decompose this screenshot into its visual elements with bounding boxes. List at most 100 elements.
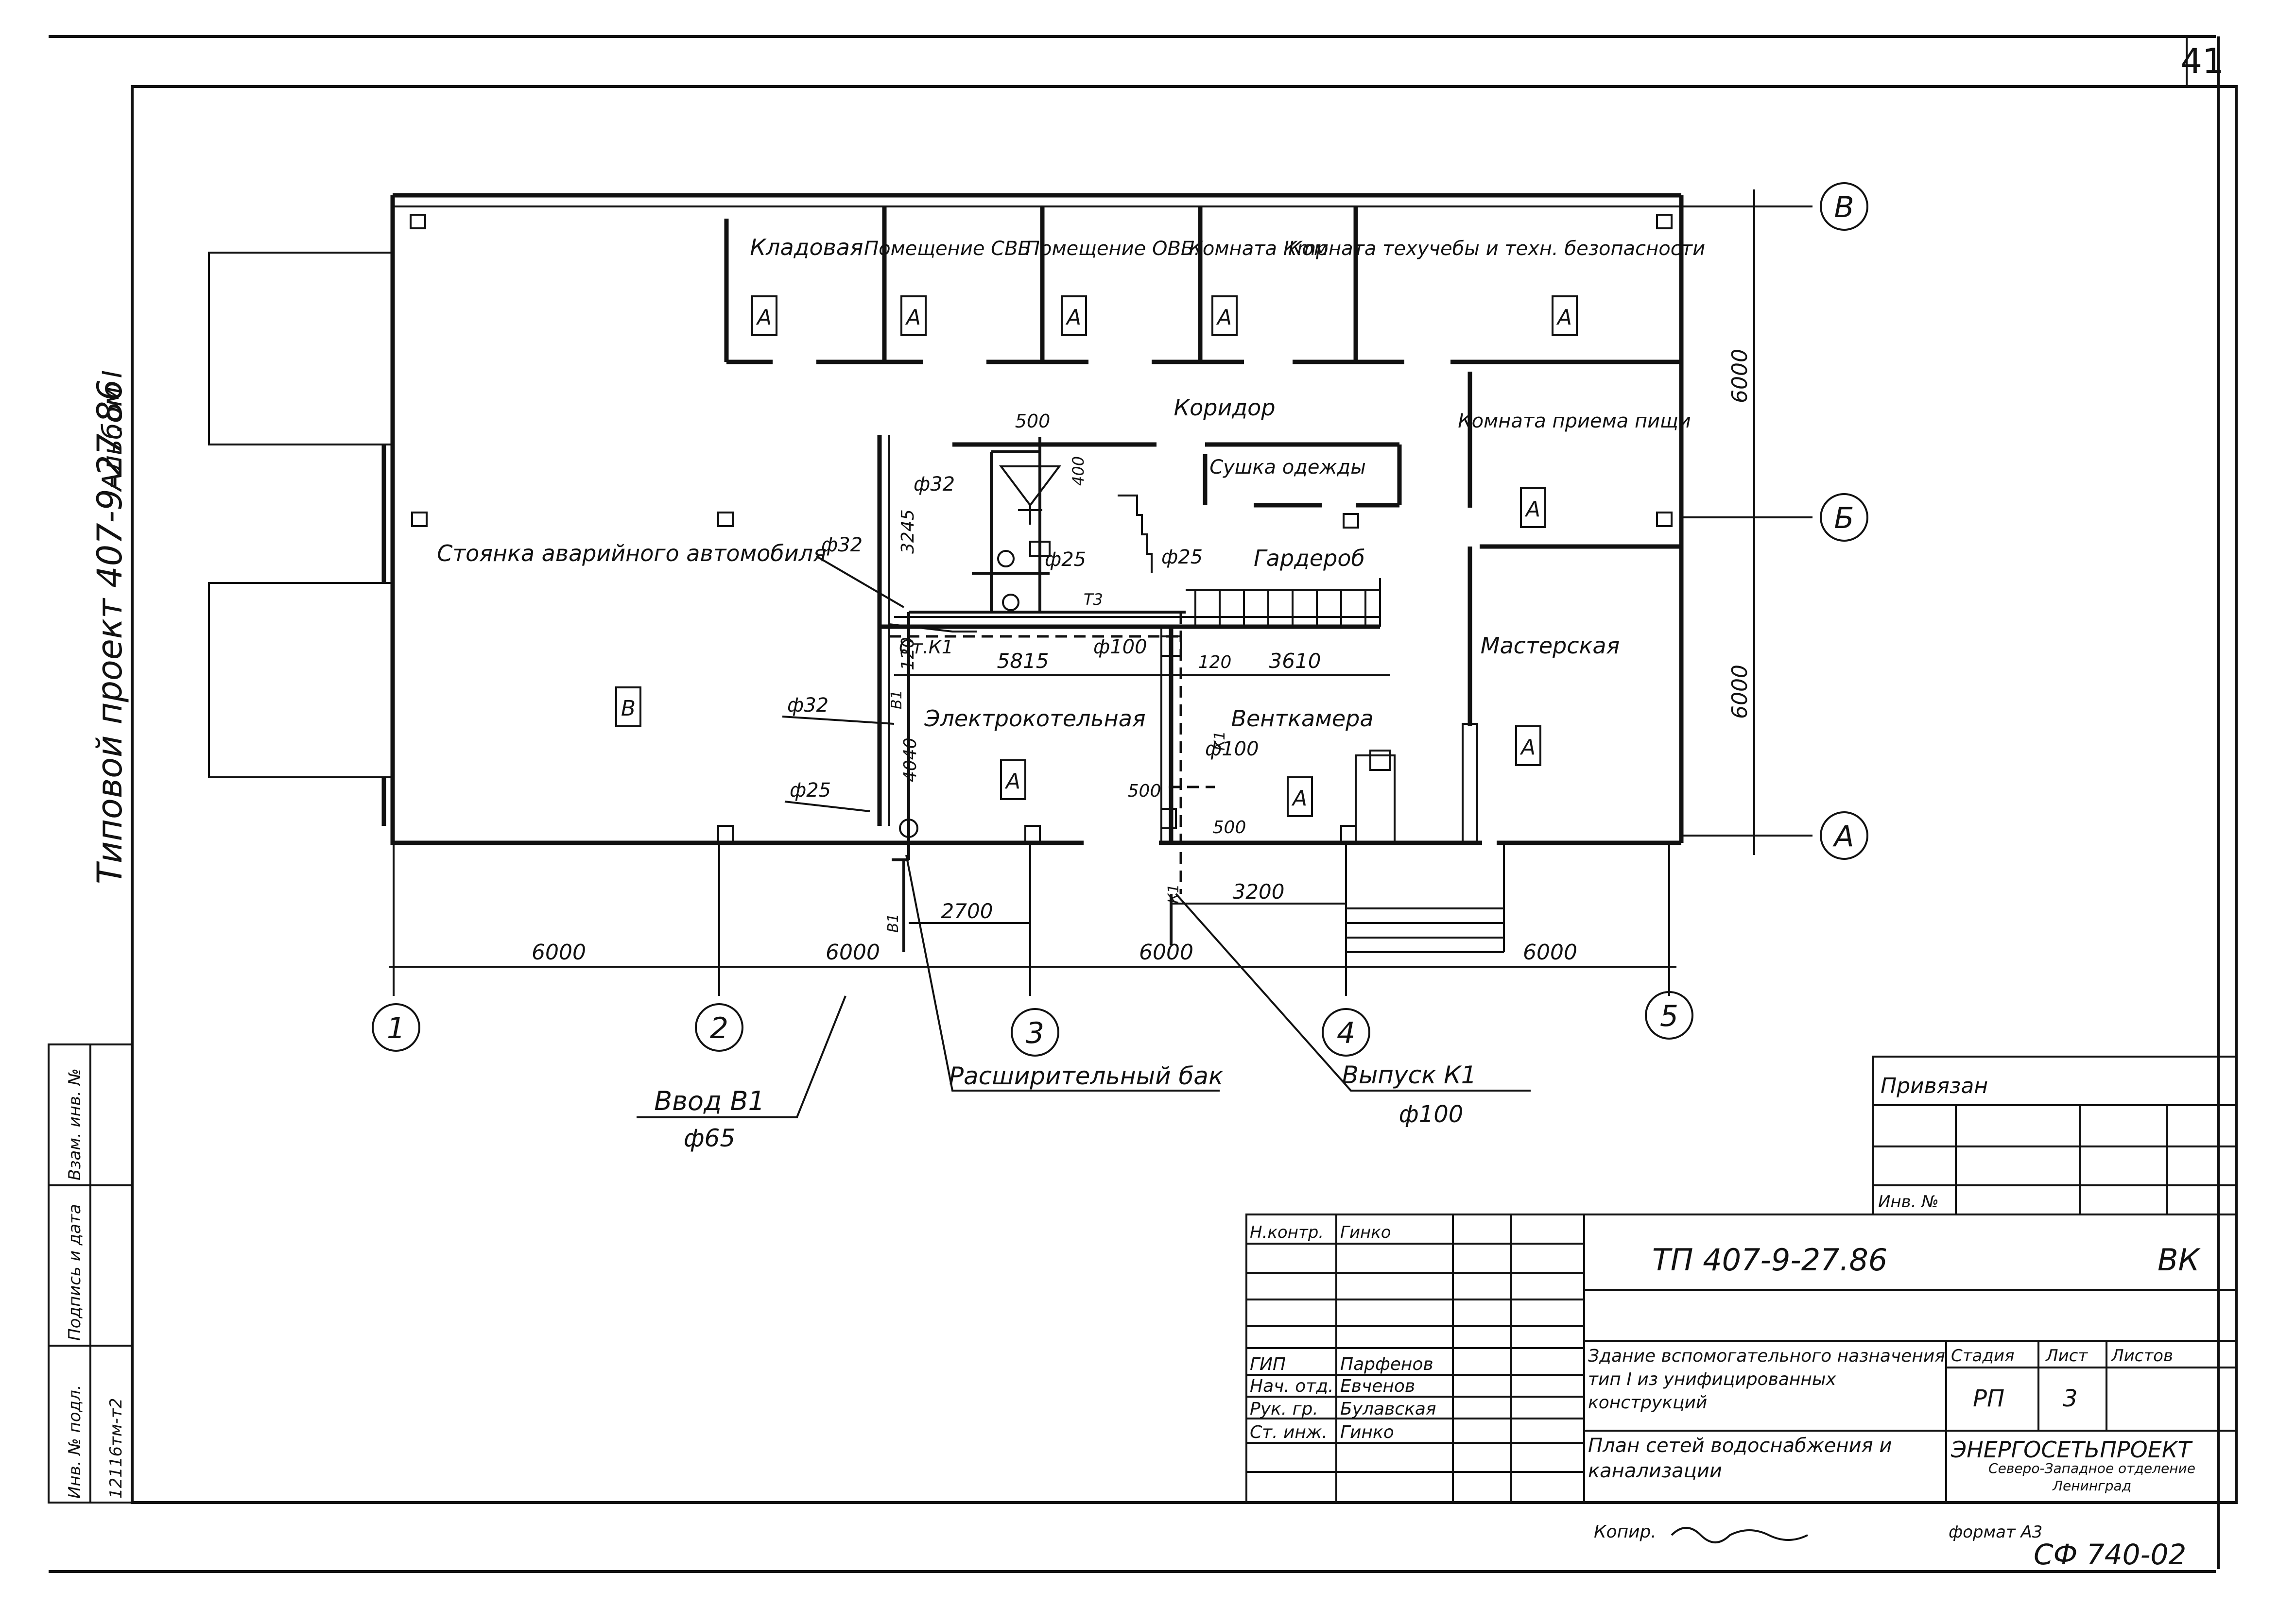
sheet-title-box: План сетей водоснабжения и канализации (1588, 1435, 1892, 1482)
room-ktp: Комната Кmр (1189, 238, 1329, 260)
sheet-title: План сетей водоснабжения и канализации (1588, 1435, 1892, 1482)
page-number: 41 (2180, 41, 2224, 81)
svg-text:6000: 6000 (826, 940, 880, 965)
room-labels: Кладовая Помещение СВБ Помещение ОВБ. Ко… (437, 234, 1705, 732)
room-svb: Помещение СВБ (864, 238, 1031, 260)
callouts (637, 855, 1531, 1118)
plumbing-network (889, 437, 1215, 952)
svg-text:В1: В1 (885, 913, 902, 933)
svg-text:ф32: ф32 (914, 473, 955, 496)
room-tech: Комната техучебы и техн. безопасности (1288, 238, 1705, 260)
doc-mark: ВК (2158, 1242, 2201, 1278)
svg-text:500: 500 (1213, 818, 1246, 838)
svg-text:Т3: Т3 (1084, 590, 1103, 609)
room-drying: Сушка одежды (1209, 456, 1366, 479)
svg-text:Взам. инв. №: Взам. инв. № (65, 1068, 85, 1180)
sheet-code: СФ 740-02 (2034, 1538, 2186, 1571)
callout-inlet-diameter: ф65 (684, 1124, 735, 1152)
room-dining: Комната приема пищи (1458, 410, 1691, 432)
svg-text:12116тм-т2: 12116тм-т2 (106, 1398, 126, 1499)
svg-text:Евченов: Евченов (1340, 1376, 1415, 1396)
callout-expansion-tank: Расширительный бак (949, 1062, 1223, 1090)
axis-col-5: 5 (1660, 999, 1678, 1033)
axis-col-1: 1 (387, 1011, 405, 1045)
svg-text:К1: К1 (1211, 731, 1228, 751)
svg-text:Булавская: Булавская (1340, 1399, 1436, 1419)
room-ovb: Помещение ОВБ. (1025, 238, 1200, 260)
svg-text:В1: В1 (888, 690, 905, 709)
org-name: ЭНЕРГОСЕТЬПРОЕКТ (1951, 1436, 2193, 1463)
svg-text:6000: 6000 (532, 940, 586, 965)
svg-text:500: 500 (1128, 781, 1161, 801)
svg-text:ф32: ф32 (787, 694, 829, 717)
floor-plan (208, 193, 1684, 953)
axis-col-2: 2 (710, 1011, 728, 1045)
svg-text:А: А (1524, 497, 1540, 522)
svg-text:3610: 3610 (1269, 649, 1321, 673)
svg-text:А: А (1065, 305, 1081, 330)
org-subdivision: Северо-Западное отделение Ленинград (1988, 1460, 2195, 1494)
svg-text:А: А (756, 305, 772, 330)
pipe-labels: ф32 ф32 ф25 ф25 Ст.К1 ф100 ф32 ф25 ф100 … (782, 473, 1259, 933)
svg-text:6000: 6000 (1727, 665, 1752, 719)
svg-text:ф25: ф25 (1045, 548, 1086, 571)
grid-axes (372, 182, 1868, 1057)
svg-text:В: В (621, 696, 636, 721)
svg-text:400: 400 (1069, 456, 1088, 486)
axis-row-a: А (1832, 820, 1854, 854)
callout-outlet: Выпуск К1 (1342, 1061, 1477, 1089)
room-boiler: Электрокотельная (924, 705, 1145, 732)
svg-text:А: А (1291, 786, 1307, 811)
room-corridor: Коридор (1174, 394, 1275, 421)
svg-text:6000: 6000 (1727, 349, 1752, 403)
svg-text:А: А (1004, 769, 1020, 794)
album-label: Альбом I (97, 370, 128, 492)
axis-col-3: 3 (1026, 1016, 1044, 1050)
copier-signature (1671, 1527, 1808, 1543)
svg-text:ГИП: ГИП (1250, 1354, 1286, 1374)
svg-text:А: А (1216, 305, 1232, 330)
svg-text:5815: 5815 (997, 649, 1049, 673)
svg-text:4040: 4040 (900, 737, 920, 782)
axis-row-b: Б (1834, 501, 1854, 535)
room-markers: А А А А А А В А А А (615, 295, 1578, 817)
stage-value: РП (1973, 1385, 2004, 1412)
svg-text:ф32: ф32 (821, 534, 863, 556)
title-block-people: Н.контр. Гинко ГИП Парфенов Нач. отд. Ев… (1250, 1223, 1436, 1442)
org-sub-box: Северо-Западное отделение Ленинград (1988, 1460, 2195, 1494)
room-workshop: Мастерская (1481, 633, 1620, 659)
doc-code: ТП 407-9-27.86 (1652, 1242, 1887, 1278)
svg-text:ф25: ф25 (1161, 546, 1203, 568)
svg-text:2700: 2700 (941, 899, 993, 923)
side-stamp: Инв. № подл. 12116тм-т2 Подпись и дата В… (48, 1043, 133, 1504)
copied-label: Копир. (1594, 1522, 1657, 1542)
binding-inv: Инв. № (1878, 1192, 1939, 1212)
svg-text:Парфенов: Парфенов (1340, 1354, 1433, 1374)
svg-text:Гинко: Гинко (1340, 1422, 1394, 1442)
building-name: Здание вспомогательного назначения тип I… (1588, 1346, 1945, 1413)
sheet-number: 3 (2063, 1385, 2078, 1412)
svg-text:120: 120 (1198, 652, 1232, 672)
sheet-header: Лист (2045, 1346, 2088, 1366)
format-label: формат А3 (1949, 1522, 2042, 1542)
binding-box (1872, 1056, 2237, 1215)
svg-text:К1: К1 (1165, 884, 1182, 904)
svg-text:Рук. гр.: Рук. гр. (1250, 1399, 1318, 1419)
svg-text:120: 120 (898, 637, 918, 670)
svg-text:Нач. отд.: Нач. отд. (1250, 1376, 1334, 1396)
svg-text:А: А (905, 305, 921, 330)
project-label: Типовой проект 407-9-27.86 (90, 379, 130, 884)
binding-title: Привязан (1881, 1074, 1988, 1098)
svg-text:Подпись и дата: Подпись и дата (65, 1204, 85, 1341)
callout-outlet-diameter: ф100 (1399, 1101, 1464, 1128)
svg-text:Гинко: Гинко (1340, 1223, 1391, 1242)
svg-text:А: А (1519, 735, 1536, 760)
stage-header: Стадия (1951, 1346, 2014, 1366)
axis-row-v: В (1834, 190, 1854, 224)
svg-text:ф100: ф100 (1205, 738, 1259, 760)
svg-text:Инв. № подл.: Инв. № подл. (65, 1385, 85, 1499)
room-vent: Венткамера (1231, 705, 1373, 732)
svg-text:Ст.К1: Ст.К1 (899, 636, 953, 658)
svg-text:6000: 6000 (1139, 940, 1193, 965)
